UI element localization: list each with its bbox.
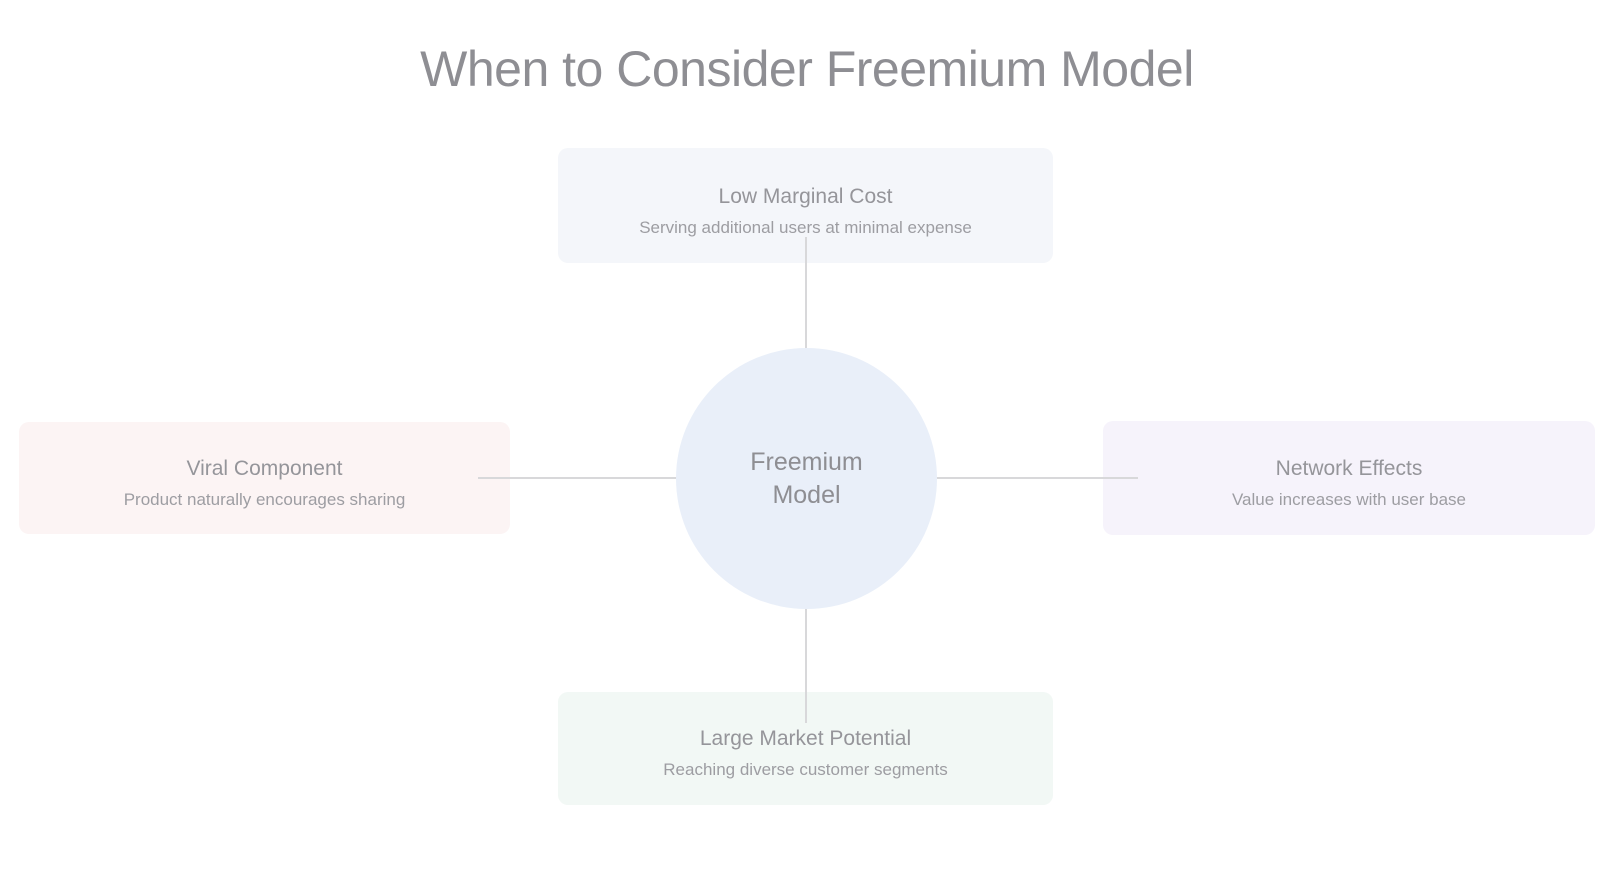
factor-title: Low Marginal Cost <box>718 185 893 208</box>
factor-box-network-effects: Network Effects Value increases with use… <box>1103 421 1595 535</box>
factor-description: Serving additional users at minimal expe… <box>639 218 972 237</box>
factor-description: Reaching diverse customer segments <box>663 760 948 779</box>
factor-box-large-market-potential: Large Market Potential Reaching diverse … <box>558 692 1053 805</box>
factor-title: Large Market Potential <box>699 727 912 750</box>
factor-title: Viral Component <box>186 456 343 480</box>
center-node-label-line1: Freemium <box>750 447 863 476</box>
factor-description: Value increases with user base <box>1231 489 1467 509</box>
factor-description: Product naturally encourages sharing <box>123 489 406 509</box>
page-title: When to Consider Freemium Model <box>420 41 1194 97</box>
center-node-label-line2: Model <box>772 480 841 509</box>
factor-title: Network Effects <box>1275 456 1423 480</box>
factor-box-viral-component: Viral Component Product naturally encour… <box>19 422 510 534</box>
center-node-freemium-model: Freemium Model <box>676 348 937 609</box>
